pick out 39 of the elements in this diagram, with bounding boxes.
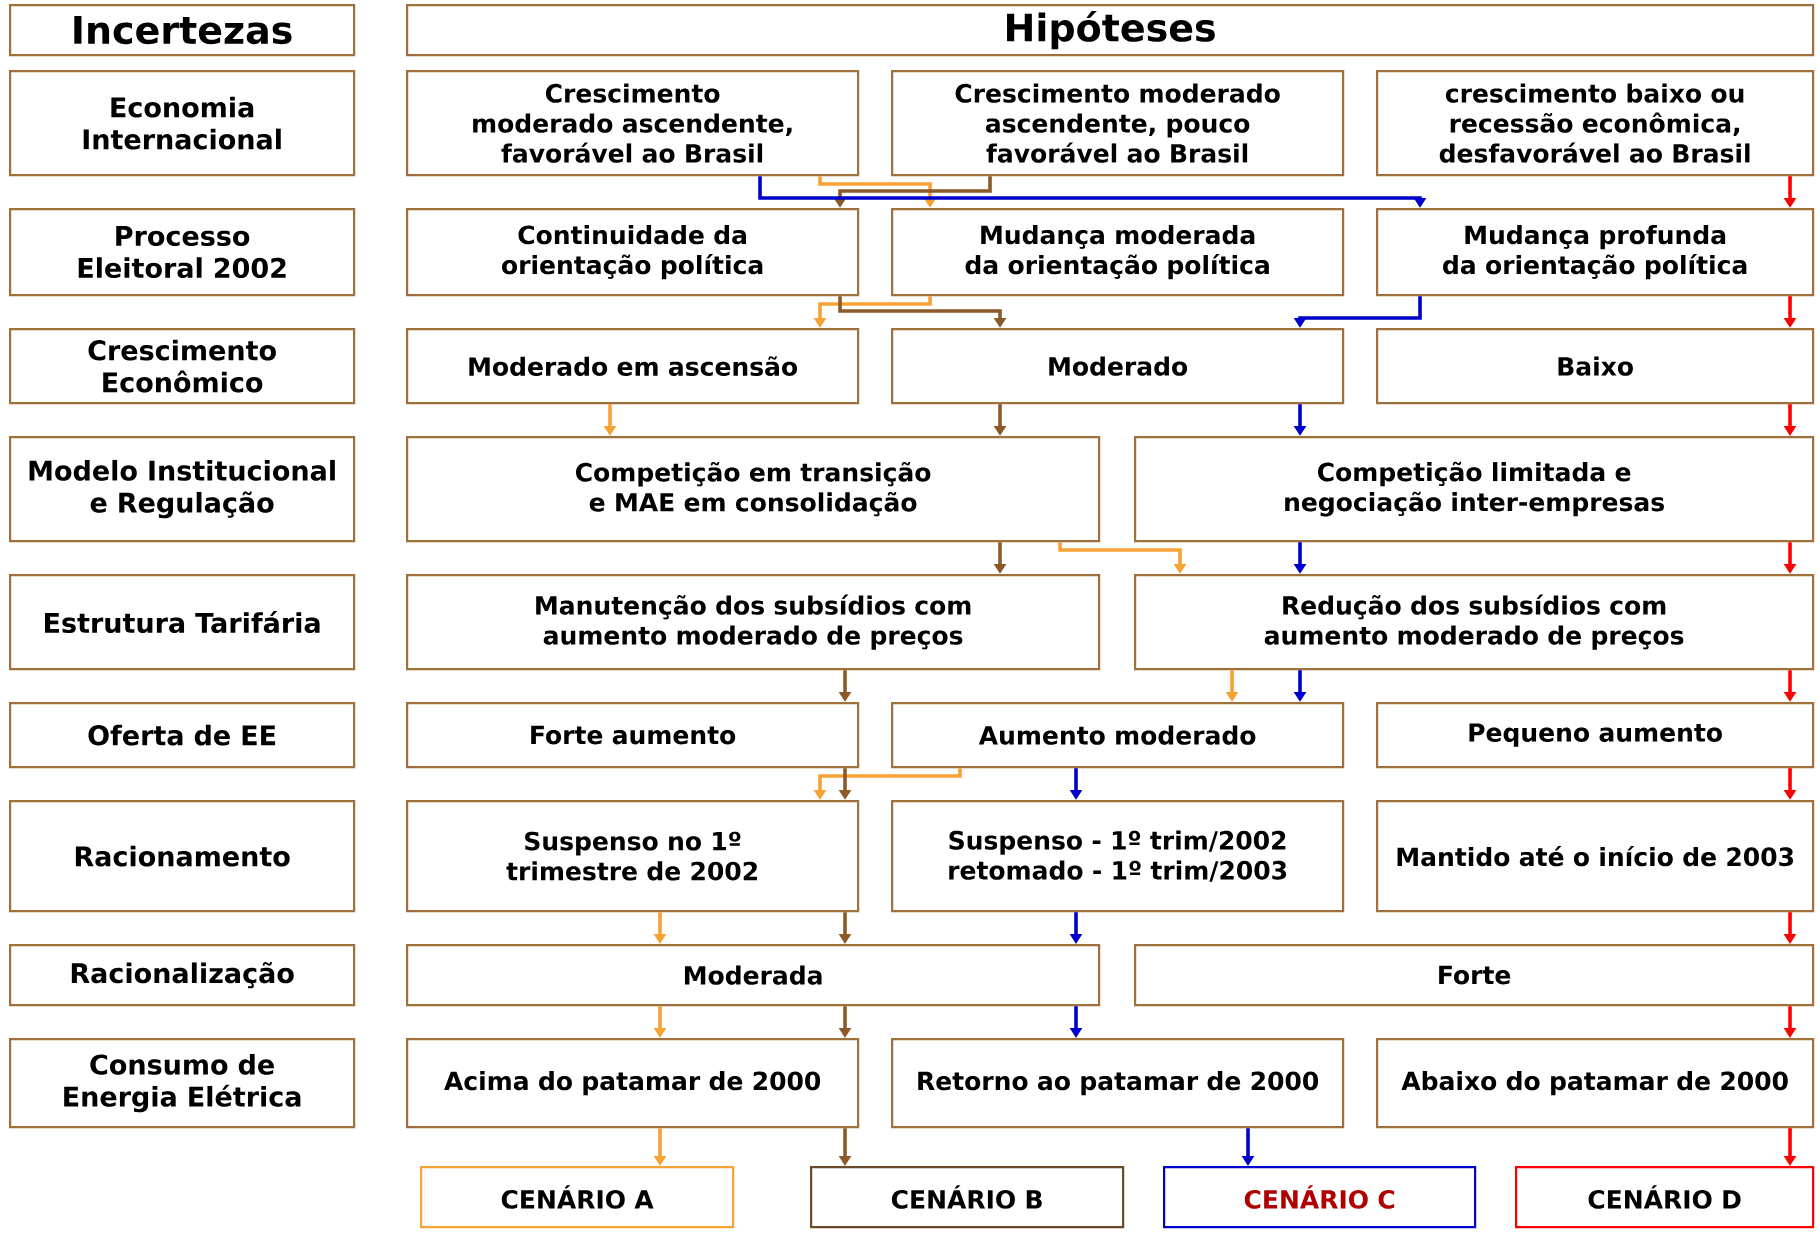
hypothesis-box: Suspenso - 1º trim/2002 retomado - 1º trim/2003 — [891, 800, 1345, 913]
scenario-box: CENÁRIO B — [810, 1166, 1125, 1229]
hypothesis-box: Moderado — [891, 328, 1345, 405]
uncertainty-box: Crescimento Econômico — [9, 328, 356, 405]
uncertainty-box: Consumo de Energia Elétrica — [9, 1038, 356, 1129]
scenario-box: CENÁRIO D — [1515, 1166, 1815, 1229]
uncertainty-box: Racionamento — [9, 800, 356, 913]
uncertainty-box: Estrutura Tarifária — [9, 574, 356, 671]
hypothesis-box: Aumento moderado — [891, 702, 1345, 769]
hypothesis-box: Acima do patamar de 2000 — [406, 1038, 860, 1129]
hypothesis-box: Baixo — [1376, 328, 1815, 405]
hypothesis-box: Mudança profunda da orientação política — [1376, 208, 1815, 297]
hypothesis-box: Mantido até o início de 2003 — [1376, 800, 1815, 913]
hypothesis-box: Moderado em ascensão — [406, 328, 860, 405]
hypothesis-box: Manutenção dos subsídios com aumento moderado de preços — [406, 574, 1101, 671]
hypothesis-box: Retorno ao patamar de 2000 — [891, 1038, 1345, 1129]
uncertainty-box: Economia Internacional — [9, 70, 356, 177]
scenario-box: CENÁRIO C — [1163, 1166, 1477, 1229]
uncertainty-box: Racionalização — [9, 944, 356, 1007]
column-header: Hipóteses — [406, 4, 1815, 57]
uncertainty-box: Processo Eleitoral 2002 — [9, 208, 356, 297]
hypothesis-box: Suspenso no 1º trimestre de 2002 — [406, 800, 860, 913]
hypothesis-box: Crescimento moderado ascendente, favorável ao Brasil — [406, 70, 860, 177]
uncertainty-box: Modelo Institucional e Regulação — [9, 436, 356, 543]
hypothesis-box: Forte aumento — [406, 702, 860, 769]
uncertainty-box: Oferta de EE — [9, 702, 356, 769]
hypothesis-box: Redução dos subsídios com aumento moderado de preços — [1134, 574, 1815, 671]
hypothesis-box: Mudança moderada da orientação política — [891, 208, 1345, 297]
hypothesis-box: Crescimento moderado ascendente, pouco favorável ao Brasil — [891, 70, 1345, 177]
hypothesis-box: crescimento baixo ou recessão econômica, desfavorável ao Brasil — [1376, 70, 1815, 177]
hypothesis-box: Competição em transição e MAE em consolidação — [406, 436, 1101, 543]
hypothesis-box: Abaixo do patamar de 2000 — [1376, 1038, 1815, 1129]
column-header: Incertezas — [9, 4, 356, 57]
hypothesis-box: Forte — [1134, 944, 1815, 1007]
hypothesis-box: Pequeno aumento — [1376, 702, 1815, 769]
scenario-box: CENÁRIO A — [420, 1166, 735, 1229]
hypothesis-box: Moderada — [406, 944, 1101, 1007]
hypothesis-box: Competição limitada e negociação inter-empresas — [1134, 436, 1815, 543]
hypothesis-box: Continuidade da orientação política — [406, 208, 860, 297]
